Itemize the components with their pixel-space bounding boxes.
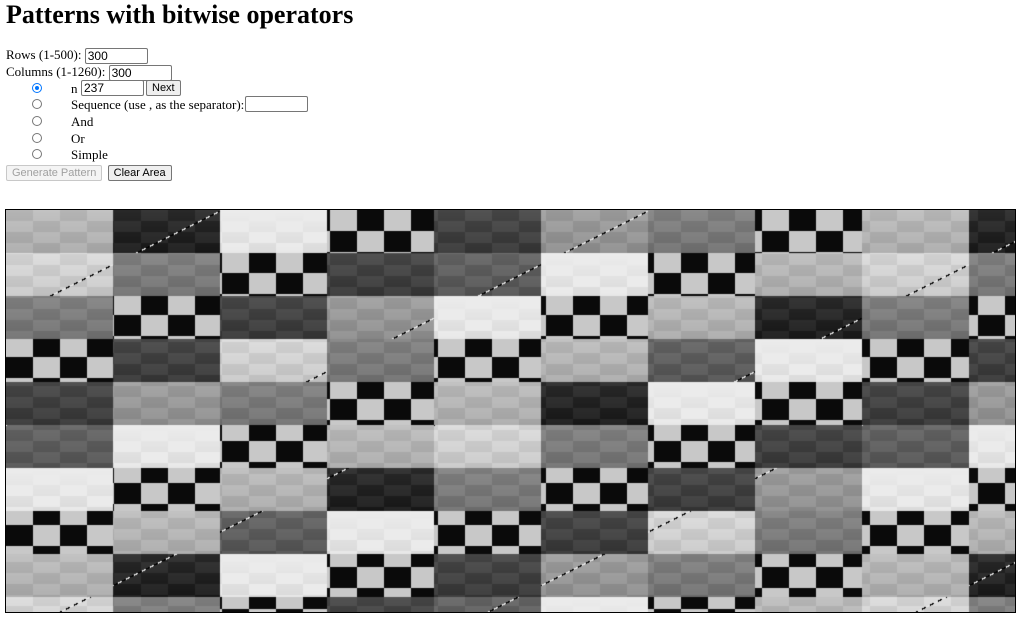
columns-row: Columns (1-1260): xyxy=(6,63,172,82)
mode-and-radio[interactable] xyxy=(32,116,42,126)
mode-n-radio[interactable] xyxy=(32,83,42,93)
mode-or-row: Or xyxy=(0,130,200,147)
n-input[interactable] xyxy=(81,80,144,96)
sequence-input[interactable] xyxy=(245,96,308,112)
mode-n-label: n xyxy=(71,81,78,96)
columns-label: Columns (1-1260): xyxy=(6,64,106,79)
mode-sequence-label: Sequence (use , as the separator): xyxy=(71,97,245,112)
mode-and-label: And xyxy=(71,114,94,129)
rows-input[interactable] xyxy=(84,48,148,65)
mode-or-label: Or xyxy=(71,131,85,146)
rows-label: Rows (1-500): xyxy=(6,47,82,62)
mode-or-radio[interactable] xyxy=(32,133,42,143)
page-title: Patterns with bitwise operators xyxy=(6,0,354,29)
columns-input[interactable] xyxy=(108,65,172,82)
mode-sequence-row: Sequence (use , as the separator): xyxy=(0,96,400,113)
clear-area-button[interactable]: Clear Area xyxy=(107,165,172,181)
mode-simple-label: Simple xyxy=(71,147,108,162)
actions-row: Generate Pattern Clear Area xyxy=(6,163,172,181)
mode-and-row: And xyxy=(0,113,200,130)
next-button[interactable]: Next xyxy=(146,80,181,96)
mode-sequence-radio[interactable] xyxy=(32,99,42,109)
pattern-canvas[interactable] xyxy=(6,210,1015,612)
pattern-area[interactable] xyxy=(5,209,1016,613)
rows-row: Rows (1-500): xyxy=(6,46,148,65)
mode-n-row: n Next xyxy=(0,80,400,97)
mode-simple-radio[interactable] xyxy=(32,149,42,159)
generate-pattern-button[interactable]: Generate Pattern xyxy=(6,165,103,181)
mode-simple-row: Simple xyxy=(0,146,200,163)
